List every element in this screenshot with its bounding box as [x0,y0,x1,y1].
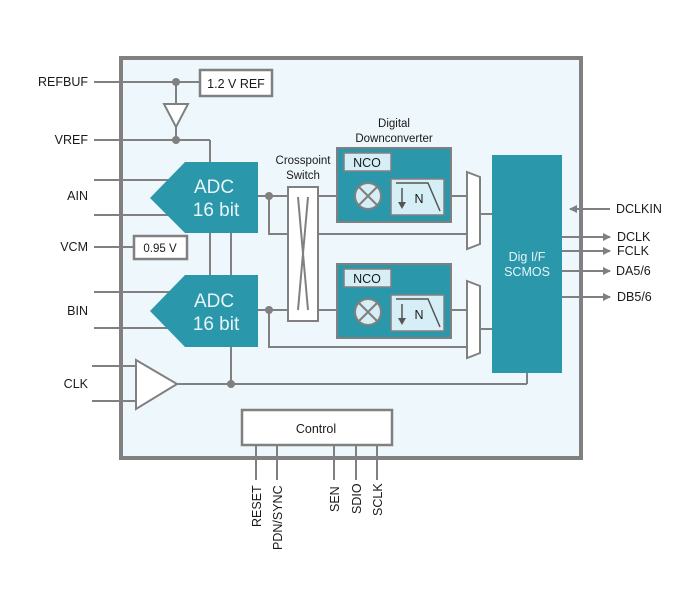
adc-b-label: ADC [194,291,234,312]
ddc-a-block: NCO N [336,147,452,223]
adc-a-bits: 16 bit [193,200,240,221]
pin-da: DA5/6 [562,264,651,278]
pin-label-sen: SEN [328,486,342,512]
ref-buffer-icon [162,103,190,130]
pin-label-sdio: SDIO [350,483,364,514]
pin-db: DB5/6 [562,290,652,304]
mixer-icon [354,182,382,210]
ddc-subtitle: Downconverter [355,133,433,145]
crosspoint-subtitle: Switch [286,170,320,182]
pin-sclk: SCLK [371,445,385,516]
digital-interface-block: Dig I/F SCMOS [492,155,562,373]
pin-sdio: SDIO [350,445,364,514]
decimation-filter-a: N [390,178,445,216]
pin-pdn-sync: PDN/SYNC [271,445,285,550]
pin-label-sclk: SCLK [371,483,385,516]
control-label: Control [296,422,336,436]
vcm-ref-label: 0.95 V [143,243,177,255]
junction-dot [227,380,235,388]
ref-label: 1.2 V REF [207,77,265,91]
pin-label-pdn-sync: PDN/SYNC [271,485,285,550]
pin-ain: AIN [67,179,170,216]
pin-reset: RESET [250,445,264,527]
pin-label-ain: AIN [67,189,88,203]
pin-vref: VREF [55,133,211,162]
decimation-filter-b: N [390,294,445,332]
pin-label-dclk: DCLK [617,230,651,244]
pin-bin: BIN [67,291,170,329]
clock-buffer-icon [135,358,179,411]
junction-dot [172,136,180,144]
decim-b-label: N [414,308,423,322]
pin-label-da: DA5/6 [616,264,651,278]
pin-label-refbuf: REFBUF [38,75,88,89]
pin-sen: SEN [328,445,342,512]
lowpass-icon [396,298,441,328]
vcm-ref-block: 0.95 V [132,234,189,261]
pin-clk: CLK [64,365,136,402]
pin-label-dclkin: DCLKIN [616,202,662,216]
ref-block: 1.2 V REF [198,68,274,98]
dig-if-sublabel: SCMOS [504,265,550,279]
nco-a-label: NCO [353,156,381,170]
pin-label-vref: VREF [55,133,89,147]
mux-a-icon [466,170,481,251]
decim-a-label: N [414,192,423,206]
mux-b-icon [466,279,481,360]
pin-dclk: DCLK [562,230,651,244]
pin-vcm: VCM [60,240,134,254]
adc-b-block: ADC 16 bit [150,275,258,347]
pin-refbuf: REFBUF [38,75,200,89]
crosspoint-switch [287,186,319,322]
pin-label-reset: RESET [250,485,264,527]
pin-fclk: FCLK [562,244,650,258]
adc-a-label: ADC [194,177,234,198]
lowpass-icon [396,182,441,212]
pin-label-db: DB5/6 [617,290,652,304]
ddc-b-block: NCO N [336,263,452,339]
control-block: Control [240,408,394,447]
ddc-title: Digital [378,118,410,130]
dig-if-label: Dig I/F [509,250,546,264]
adc-a-block: ADC 16 bit [150,162,258,233]
crosspoint-title: Crosspoint [276,155,332,167]
adc-b-bits: 16 bit [193,314,240,335]
pin-label-bin: BIN [67,304,88,318]
mixer-icon [354,298,382,326]
pin-label-clk: CLK [64,377,89,391]
pin-dclkin: DCLKIN [569,202,662,216]
pin-label-vcm: VCM [60,240,88,254]
nco-b-label: NCO [353,272,381,286]
pin-label-fclk: FCLK [617,244,650,258]
